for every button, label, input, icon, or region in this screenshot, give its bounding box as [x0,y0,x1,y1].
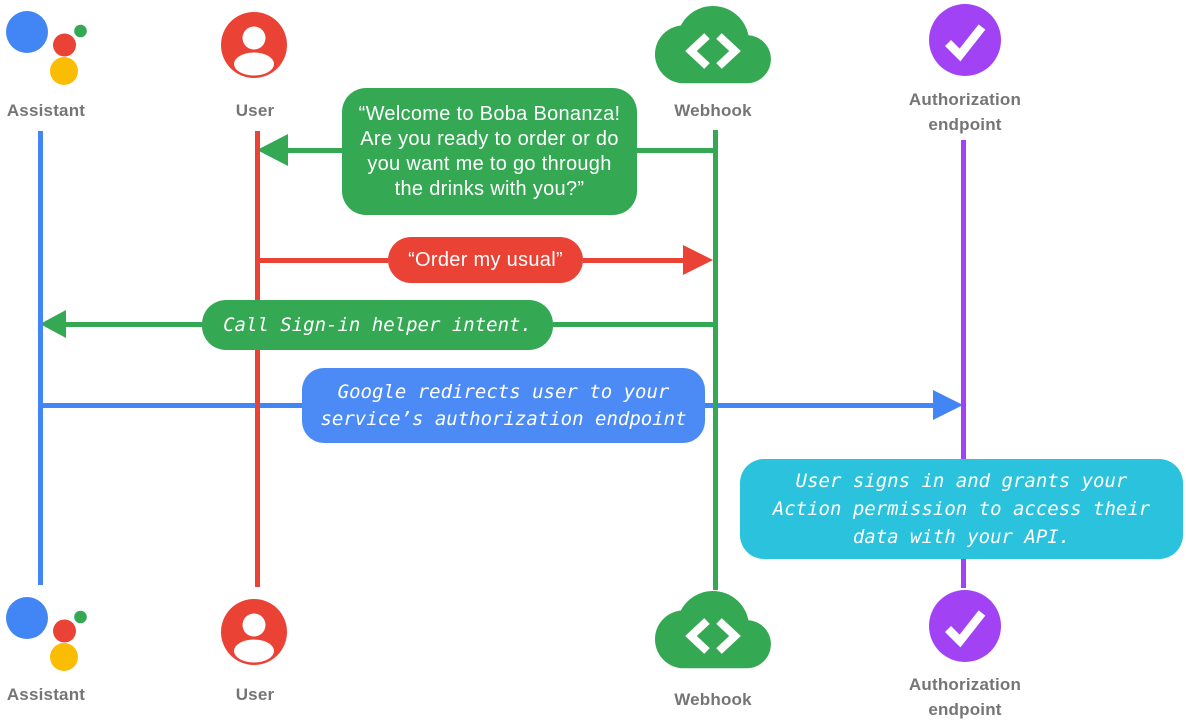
message-signin: Call Sign-in helper intent. [202,300,553,350]
auth-label-bottom: Authorization endpoint [908,675,1022,719]
message-redirect: Google redirects user to your service’s … [302,368,705,443]
message-welcome-line: “Welcome to Boba Bonanza! [358,102,621,125]
message-order-text: “Order my usual” [408,248,563,271]
google-assistant-logo-icon [6,597,87,671]
webhook-label-top: Webhook [674,101,752,120]
message-grant-line: User signs in and grants your [795,470,1128,492]
user-lifeline [255,131,260,587]
webhook-lifeline [713,130,718,590]
person-icon [221,599,287,665]
message-grant-line: Action permission to access their [772,498,1151,520]
message-redirect-line: Google redirects user to your [337,380,670,403]
signin-arrow-line-left [64,322,202,327]
webhook-label-bottom: Webhook [674,690,752,709]
redirect-arrowhead-icon [933,390,963,420]
signin-arrowhead-icon [40,310,66,338]
person-icon [221,12,287,78]
cloud-code-icon [655,591,771,669]
message-welcome-line: the drinks with you?” [394,177,585,200]
user-label-top: User [235,101,275,120]
order-arrowhead-icon [683,245,713,275]
signin-arrow-line-right [553,322,713,327]
message-grant-line: data with your API. [852,526,1071,548]
message-redirect-line: service’s authorization endpoint [320,407,687,430]
auth-lifeline [961,140,966,588]
checkmark-circle-icon [929,590,1001,662]
message-signin-text: Call Sign-in helper intent. [223,314,532,336]
user-label-bottom: User [235,685,275,704]
auth-label-top: Authorization endpoint [908,90,1022,134]
redirect-arrow-line-left [40,403,302,408]
google-assistant-logo-icon [6,11,87,85]
order-arrow-line-right [583,258,683,263]
welcome-arrowhead-icon [257,134,288,166]
order-arrow-line-left [258,258,388,263]
message-welcome: “Welcome to Boba Bonanza! Are you ready … [342,88,637,215]
assistant-label-bottom: Assistant [6,685,86,704]
cloud-code-icon [655,6,771,84]
message-welcome-line: you want me to go through [367,152,612,175]
welcome-arrow-line-left [288,148,342,153]
redirect-arrow-line-right [705,403,933,408]
assistant-lifeline [38,131,43,585]
welcome-arrow-line-right [637,148,713,153]
message-order: “Order my usual” [388,237,583,283]
assistant-label-top: Assistant [6,101,86,120]
checkmark-circle-icon [929,4,1001,76]
message-welcome-line: Are you ready to order or do [360,127,619,150]
message-grant: User signs in and grants your Action per… [740,459,1183,559]
